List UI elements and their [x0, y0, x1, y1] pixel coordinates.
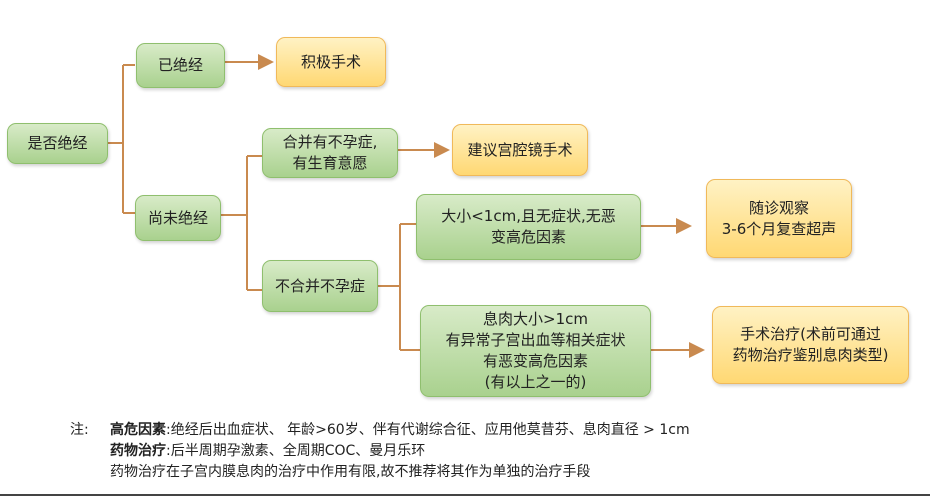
- footnote-row-2: 药物治疗 :后半周期孕激素、全周期COC、曼月乐环: [70, 441, 690, 462]
- node-followup-line-2: 3-6个月复查超声: [721, 219, 837, 238]
- node-infertile-line-1: 合并有不孕症,: [282, 133, 378, 151]
- footnote-high-risk-text: :绝经后出血症状、 年龄>60岁、伴有代谢综合征、应用他莫昔芬、息肉直径 > 1…: [166, 422, 690, 438]
- footnote-drug-label: 药物治疗: [110, 443, 166, 459]
- root-bracket: [108, 64, 135, 214]
- node-surgical-treatment: 手术治疗(术前可通过 药物治疗鉴别息肉类型): [712, 306, 909, 384]
- node-is-menopause: 是否绝经: [7, 123, 108, 164]
- node-large-polyp-line-1: 息肉大小>1cm: [483, 310, 588, 328]
- footnote-row-3: 药物治疗在子宫内膜息肉的治疗中作用有限,故不推荐将其作为单独的治疗手段: [70, 462, 690, 483]
- node-active-surgery: 积极手术: [276, 37, 386, 87]
- node-large-polyp-line-2: 有异常子宫出血等相关症状: [445, 331, 626, 349]
- node-small-polyp: 大小<1cm,且无症状,无恶 变高危因素: [416, 194, 641, 260]
- node-large-polyp: 息肉大小>1cm 有异常子宫出血等相关症状 有恶变高危因素 (有以上之一的): [420, 305, 651, 397]
- node-small-polyp-line-2: 变高危因素: [490, 228, 566, 246]
- node-menopause-yes: 已绝经: [136, 43, 225, 88]
- footnote-high-risk-label: 高危因素: [110, 422, 166, 438]
- node-is-menopause-label: 是否绝经: [27, 134, 88, 152]
- node-hysteroscopy-label: 建议宫腔镜手术: [467, 140, 573, 159]
- footnote-row-1: 注: 高危因素 :绝经后出血症状、 年龄>60岁、伴有代谢综合征、应用他莫昔芬、…: [70, 420, 690, 441]
- node-hysteroscopy: 建议宫腔镜手术: [452, 124, 588, 176]
- node-large-polyp-line-3: 有恶变高危因素: [482, 352, 588, 370]
- node-infertile-line-2: 有生育意愿: [292, 154, 368, 172]
- bottom-rule: [0, 494, 930, 496]
- node-infertile: 合并有不孕症, 有生育意愿: [262, 128, 398, 178]
- node-menopause-yes-label: 已绝经: [157, 56, 203, 74]
- node-followup: 随诊观察 3-6个月复查超声: [706, 179, 852, 258]
- footnote: 注: 高危因素 :绝经后出血症状、 年龄>60岁、伴有代谢综合征、应用他莫昔芬、…: [70, 420, 690, 483]
- node-menopause-no: 尚未绝经: [135, 195, 221, 241]
- node-active-surgery-label: 积极手术: [300, 52, 361, 71]
- footnote-drug-limitation: 药物治疗在子宫内膜息肉的治疗中作用有限,故不推荐将其作为单独的治疗手段: [110, 464, 591, 480]
- node-small-polyp-line-1: 大小<1cm,且无症状,无恶: [441, 207, 616, 225]
- node-not-infertile-label: 不合并不孕症: [274, 276, 365, 295]
- node-menopause-no-label: 尚未绝经: [147, 208, 208, 227]
- not-infertile-bracket: [378, 223, 420, 351]
- node-surgical-treatment-line-2: 药物治疗鉴别息肉类型): [732, 346, 889, 364]
- footnote-drug-text: :后半周期孕激素、全周期COC、曼月乐环: [166, 443, 426, 459]
- node-not-infertile: 不合并不孕症: [262, 260, 378, 312]
- node-large-polyp-line-4: (有以上之一的): [484, 373, 587, 391]
- footnote-prefix: 注:: [70, 422, 89, 438]
- node-followup-line-1: 随诊观察: [748, 198, 809, 217]
- not-menopause-bracket: [220, 155, 262, 291]
- node-surgical-treatment-line-1: 手术治疗(术前可通过: [740, 325, 881, 343]
